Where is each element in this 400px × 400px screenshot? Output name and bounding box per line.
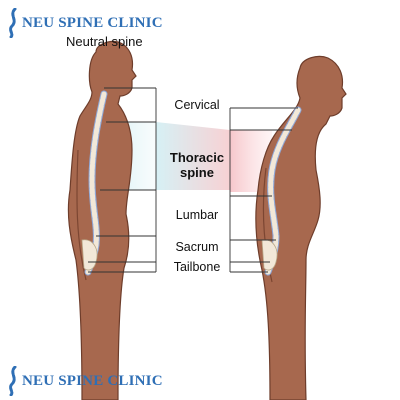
label-sacrum: Sacrum (175, 240, 219, 254)
right-region-brackets (229, 107, 298, 273)
spine-icon (9, 366, 17, 396)
clinic-logo-bottom: NEU SPINE CLINIC (6, 366, 163, 396)
neutral-posture-figure (67, 40, 137, 400)
label-thoracic-spine: Thoracic spine (162, 150, 232, 180)
label-thoracic-line1: Thoracic (169, 150, 225, 165)
label-tailbone: Tailbone (173, 260, 221, 274)
figure-caption: Neutral spine (66, 34, 143, 49)
spine-icon (9, 8, 17, 38)
clinic-name-top: NEU SPINE CLINIC (22, 14, 163, 31)
clinic-logo-top: NEU SPINE CLINIC (6, 8, 163, 38)
label-cervical: Cervical (174, 98, 220, 112)
clinic-name-bottom: NEU SPINE CLINIC (22, 372, 163, 389)
left-region-brackets (88, 87, 157, 273)
label-lumbar: Lumbar (175, 208, 219, 222)
label-thoracic-line2: spine (180, 165, 214, 180)
slouched-spine (261, 106, 302, 276)
